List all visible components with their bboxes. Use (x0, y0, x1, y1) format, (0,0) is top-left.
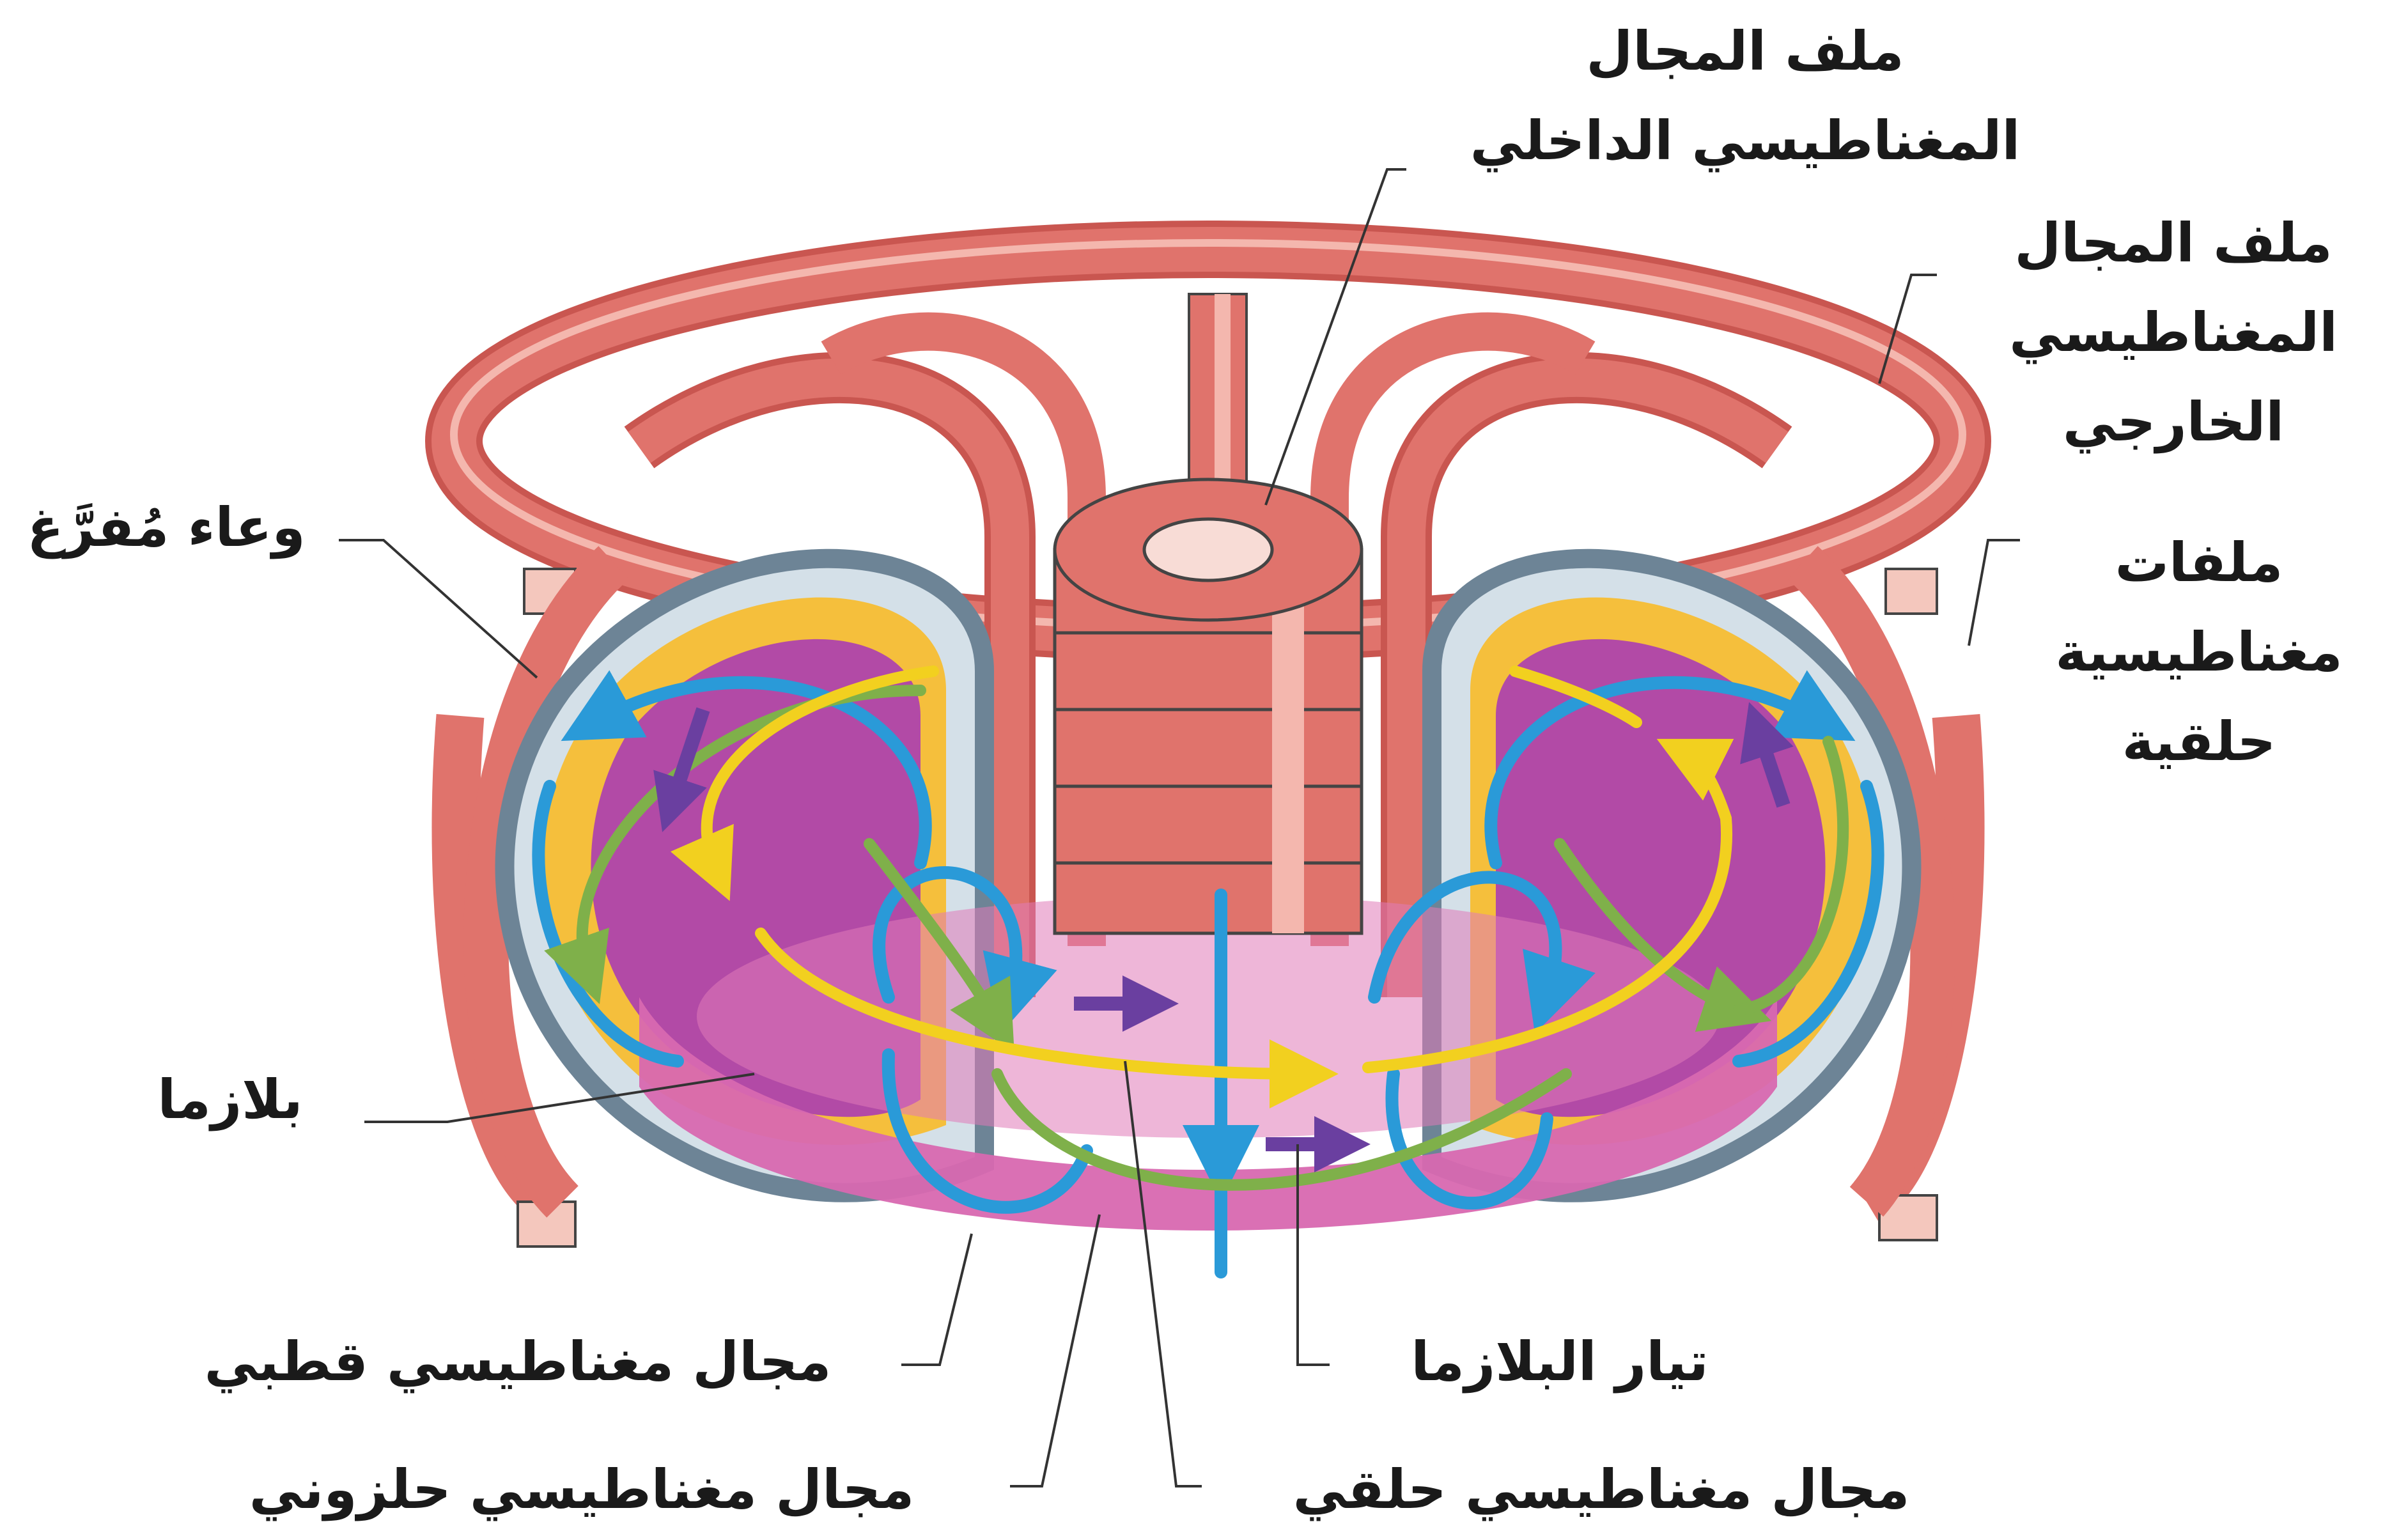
label-ring-coils: ملفات مغناطيسية حلقية (1994, 518, 2404, 786)
leader-lines (339, 168, 2020, 1488)
label-plasma-current-text: تيار البلازما (1411, 1330, 1709, 1393)
poloidal-field-loops (532, 670, 1884, 1278)
label-poloidal-field: مجال مغناطيسي قطبي (141, 1317, 895, 1406)
label-outer-field-coil: ملف المجال المغناطيسي الخارجي (1943, 198, 2404, 467)
toroidal-coils (463, 312, 1955, 1218)
label-helical-field: مجال مغناطيسي حلزوني (166, 1445, 997, 1534)
label-poloidal-field-text: مجال مغناطيسي قطبي (204, 1330, 832, 1393)
label-toroidal-field: مجال مغناطيسي حلقي (1215, 1445, 1988, 1534)
toroidal-field (670, 665, 1734, 1108)
label-inner-field-coil-line1: ملف المجال (1586, 20, 1904, 82)
label-inner-field-coil: ملف المجال المغناطيسي الداخلي (1394, 6, 2097, 185)
label-ring-coils-line3: حلقية (2122, 710, 2276, 773)
label-vacuum-vessel: وعاء مُفرَّغ (0, 483, 332, 572)
central-solenoid (1053, 293, 1363, 935)
label-toroidal-field-text: مجال مغناطيسي حلقي (1293, 1458, 1910, 1521)
plasma-current-arrows (653, 702, 1794, 1172)
label-plasma: بلازما (96, 1055, 364, 1144)
label-ring-coils-line1: ملفات (2115, 531, 2283, 594)
label-plasma-text: بلازما (157, 1068, 303, 1131)
label-helical-field-text: مجال مغناطيسي حلزوني (249, 1458, 915, 1521)
label-outer-field-coil-line1: ملف المجال (2014, 212, 2333, 274)
label-outer-field-coil-line2: المغناطيسي (2009, 301, 2338, 364)
label-plasma-current: تيار البلازما (1336, 1317, 1783, 1406)
label-outer-field-coil-line3: الخارجي (2062, 391, 2285, 453)
label-vacuum-vessel-text: وعاء مُفرَّغ (27, 496, 306, 559)
label-ring-coils-line2: مغناطيسية (2055, 621, 2343, 683)
label-inner-field-coil-line2: المغناطيسي الداخلي (1470, 109, 2021, 172)
